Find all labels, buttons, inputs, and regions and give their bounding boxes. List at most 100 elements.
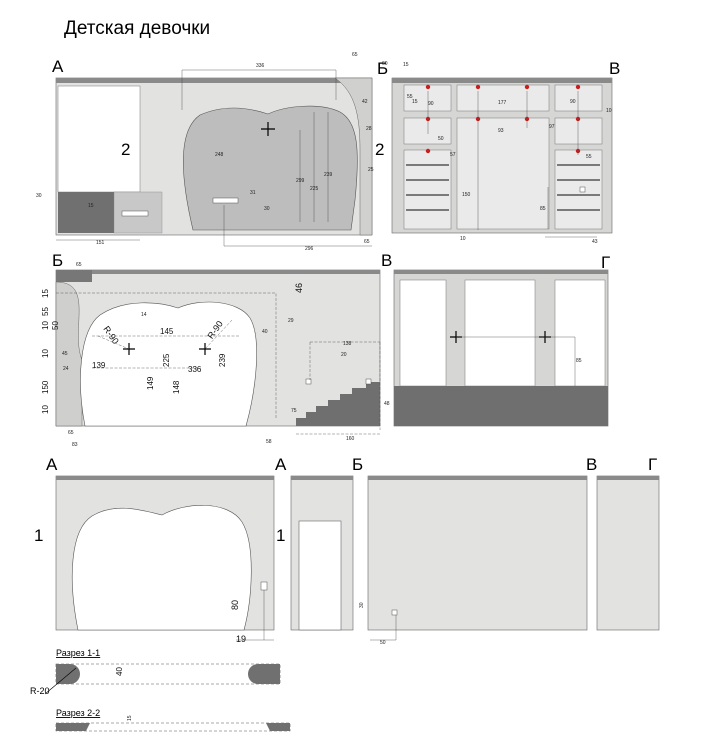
dim-label: 15 xyxy=(412,99,418,105)
corner-label: А xyxy=(275,455,287,474)
section-elevation-g-a: Г xyxy=(596,455,660,631)
dim-label: 30 xyxy=(264,206,270,212)
section-mark: 2 xyxy=(375,140,384,159)
ceiling-strip xyxy=(597,476,659,480)
cabinet-door xyxy=(554,117,603,145)
ceiling-strip xyxy=(392,78,612,83)
page-title: Детская девочки xyxy=(64,18,211,39)
shelf-unit xyxy=(554,149,603,230)
dim-label: 90 xyxy=(428,101,434,107)
dim-label: 10 xyxy=(41,321,50,330)
dim-label: 30 xyxy=(359,602,365,608)
section-outline xyxy=(55,663,281,685)
section-fill xyxy=(266,723,290,731)
dim-label: 93 xyxy=(498,128,504,134)
dim-label: 57 xyxy=(450,152,456,158)
dim-label: 29 xyxy=(288,318,294,324)
arch-opening xyxy=(71,505,252,631)
corner-label: Б xyxy=(352,455,363,474)
dim-label: 336 xyxy=(256,63,265,69)
corner-label: Г xyxy=(648,455,657,474)
section-elevation-b-v: 1 xyxy=(276,475,354,631)
dim-label: 60 xyxy=(382,61,388,67)
window xyxy=(464,279,536,387)
staircase xyxy=(296,382,380,426)
dim-label: 24 xyxy=(63,366,69,372)
dimension-lines xyxy=(427,91,597,238)
section-mark: 1 xyxy=(276,526,285,545)
dim-label: 151 xyxy=(96,240,105,246)
dimension-lines xyxy=(236,590,274,641)
dim-label: 50 xyxy=(380,640,386,646)
dim-label: 239 xyxy=(218,353,227,367)
socket-icon xyxy=(260,581,268,591)
section-title: Разрез 1-1 xyxy=(56,648,100,658)
wall-surface xyxy=(596,475,660,631)
corner-label: Г xyxy=(601,253,610,272)
dim-label: 58 xyxy=(266,439,272,445)
ceiling-strip xyxy=(56,78,372,83)
ceiling-strip xyxy=(56,270,380,274)
elevation-b-v: 15 55 90 177 90 10 50 93 97 57 55 150 85… xyxy=(391,59,620,245)
corner-label: А xyxy=(52,57,64,76)
dim-label: 55 xyxy=(41,307,50,316)
dim-label: 40 xyxy=(262,329,268,335)
dim-label: 97 xyxy=(549,124,555,130)
dim-label: 65 xyxy=(352,52,358,58)
light-point-cross xyxy=(261,122,275,136)
dim-label: 138 xyxy=(343,341,352,347)
door xyxy=(298,520,342,631)
dimension-lines xyxy=(456,336,576,386)
wall-surface xyxy=(367,475,588,631)
dim-label: 80 xyxy=(230,600,240,610)
dim-label: 145 xyxy=(160,327,174,336)
dim-label: 85 xyxy=(576,358,582,364)
dim-label: 55 xyxy=(407,94,413,100)
side-column xyxy=(334,77,373,236)
ceiling-strip xyxy=(56,476,274,480)
dim-label: 14 xyxy=(141,312,147,318)
window xyxy=(399,279,447,387)
dim-label: 45 xyxy=(62,351,68,357)
corner-label: А xyxy=(46,455,58,474)
section-1-1: Разрез 1-1 R-20 40 xyxy=(30,648,281,696)
dimension-lines xyxy=(56,292,381,435)
cabinet-door xyxy=(403,84,452,112)
leader-line xyxy=(44,667,77,695)
socket-icon xyxy=(305,378,312,385)
ceiling-strip xyxy=(394,270,608,274)
double-arch-opening xyxy=(80,301,257,427)
section-fill xyxy=(56,664,80,684)
dim-label: 48 xyxy=(384,401,390,407)
dim-label: 90 xyxy=(570,99,576,105)
dim-label: 55 xyxy=(586,154,592,160)
dim-label: 25 xyxy=(368,167,374,173)
dim-label: 225 xyxy=(162,353,171,367)
dim-label: 239 xyxy=(324,172,333,178)
dim-label: 65 xyxy=(76,262,82,268)
dim-label: 150 xyxy=(41,380,50,394)
dim-label: 30 xyxy=(36,193,42,199)
dim-label: 46 xyxy=(294,283,304,293)
dim-label: 65 xyxy=(364,239,370,245)
ceiling-step xyxy=(56,270,92,282)
dim-label: 83 xyxy=(72,442,78,448)
dim-label: 42 xyxy=(362,99,368,105)
dim-label: 148 xyxy=(172,380,181,394)
dim-label: 31 xyxy=(250,190,256,196)
dim-label: 336 xyxy=(188,365,202,374)
dimension-lines xyxy=(370,615,397,641)
shelves xyxy=(406,164,600,211)
dim-label: 10 xyxy=(606,108,612,114)
corner-label: В xyxy=(586,455,597,474)
socket-icon xyxy=(579,186,586,193)
dim-label: 85 xyxy=(540,206,546,212)
switch-plate xyxy=(212,197,239,204)
dim-label: 40 xyxy=(115,667,124,676)
radiator-cover xyxy=(394,386,608,426)
dim-label: 299 xyxy=(296,178,305,184)
cabinet-door xyxy=(456,117,550,230)
section-2-2: Разрез 2-2 15 xyxy=(55,708,291,732)
section-elevation-a-b: 80 19 А А 1 xyxy=(34,455,287,644)
